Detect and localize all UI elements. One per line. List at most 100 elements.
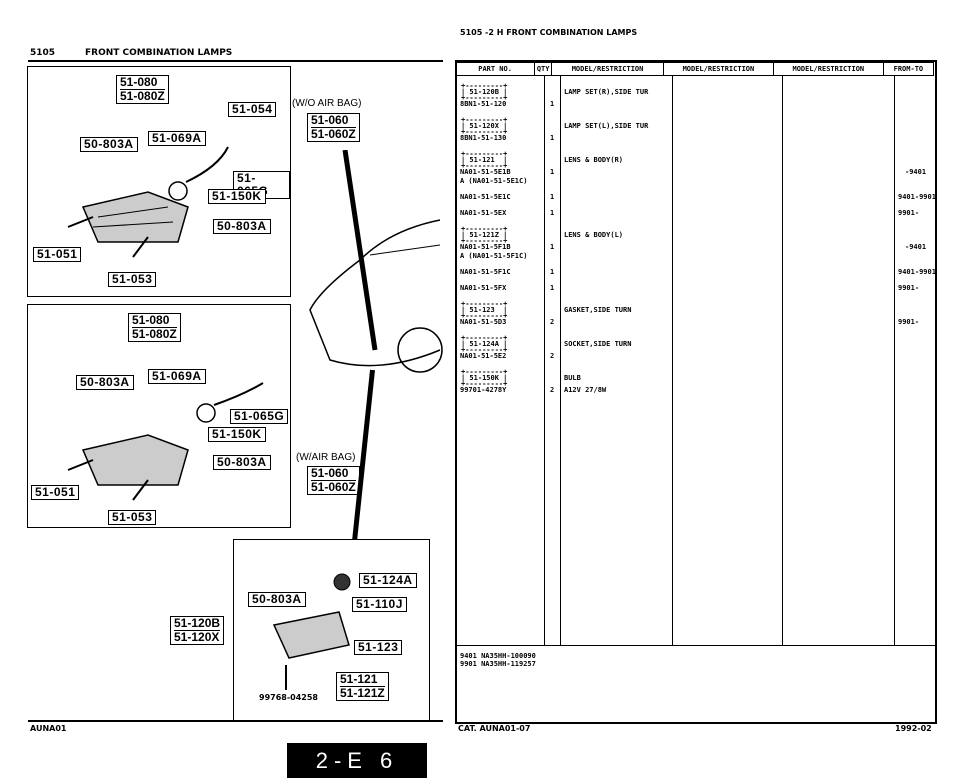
label-51-080z: 51-080Z xyxy=(132,327,177,341)
right-header-title: 5105 -2 H FRONT COMBINATION LAMPS xyxy=(460,28,638,37)
description: LENS & BODY(R) xyxy=(564,156,624,164)
part-number: NA01-51-5D3 xyxy=(460,318,507,326)
description: LAMP SET(L),SIDE TUR xyxy=(564,122,649,130)
label-51-121-group: 51-121 51-121Z xyxy=(336,672,389,701)
ref-box-top: +---------+ xyxy=(461,334,508,342)
label-51-120b: 51-120B xyxy=(174,616,221,631)
label-51-121z: 51-121Z xyxy=(340,686,385,700)
label-51-124a: 51-124A xyxy=(359,573,417,588)
ref-box-top: +---------+ xyxy=(461,225,508,233)
from-to: 9401-9901 xyxy=(898,268,936,276)
label-51-080z: 51-080Z xyxy=(120,89,165,103)
ref-box-top: +---------+ xyxy=(461,116,508,124)
footer-rule-left xyxy=(28,720,443,722)
label-51-060z: 51-060Z xyxy=(311,127,356,141)
label-51-069a: 51-069A xyxy=(148,131,206,146)
label-51-150k: 51-150K xyxy=(208,189,266,204)
ref-number: | 51-121Z | xyxy=(461,231,508,239)
label-51-069a: 51-069A xyxy=(148,369,206,384)
panel-side-turn-detail: 51-124A 50-803A 51-110J 51-123 51-121 51… xyxy=(233,539,430,721)
col-divider xyxy=(782,75,783,645)
col-divider xyxy=(894,75,895,645)
ref-box-top: +---------+ xyxy=(461,82,508,90)
label-51-080-group-2: 51-080 51-080Z xyxy=(128,313,181,342)
label-51-060-group-1: 51-060 51-060Z xyxy=(307,113,360,142)
quantity: 1 xyxy=(550,134,555,142)
description: LAMP SET(R),SIDE TUR xyxy=(564,88,649,96)
header-model-2: MODEL/RESTRICTION xyxy=(662,62,774,76)
parts-table-frame xyxy=(455,60,937,724)
quantity: 2 xyxy=(550,386,555,394)
label-51-120x: 51-120X xyxy=(174,630,220,644)
label-51-060-group-2: 51-060 51-060Z xyxy=(307,466,360,495)
col-divider xyxy=(544,75,545,645)
parts-table-header: PART NO. QTY MODEL/RESTRICTION MODEL/RES… xyxy=(454,62,935,76)
quantity: 1 xyxy=(550,284,555,292)
label-51-110j: 51-110J xyxy=(352,597,407,612)
label-51-051: 51-051 xyxy=(33,247,82,262)
ref-box-bottom: +---------+ xyxy=(461,237,508,245)
label-51-053: 51-053 xyxy=(108,510,157,525)
left-header-title: FRONT COMBINATION LAMPS xyxy=(85,48,233,58)
label-51-080-group: 51-080 51-080Z xyxy=(116,75,169,104)
part-number: 8BN1-51-130 xyxy=(460,134,507,142)
quantity: 1 xyxy=(550,243,555,251)
part-number: NA01-51-5FX xyxy=(460,284,507,292)
quantity: 2 xyxy=(550,318,555,326)
ref-box-bottom: +---------+ xyxy=(461,128,508,136)
col-divider xyxy=(672,75,673,645)
part-number: 99701-4278Y xyxy=(460,386,507,394)
label-51-150k: 51-150K xyxy=(208,427,266,442)
label-51-060: 51-060 xyxy=(311,114,356,128)
footnote-rule xyxy=(455,645,935,646)
description: BULB xyxy=(564,374,581,382)
car-front-sketch xyxy=(309,150,443,373)
ref-box-top: +---------+ xyxy=(461,150,508,158)
part-number-99768: 99768-04258 xyxy=(259,693,318,702)
ref-number: | 51-121 | xyxy=(461,156,508,164)
label-51-120-group: 51-120B 51-120X xyxy=(170,616,225,645)
label-50-803a: 50-803A xyxy=(76,375,134,390)
ref-box-top: +---------+ xyxy=(461,300,508,308)
ref-box-bottom: +---------+ xyxy=(461,312,508,320)
quantity: 1 xyxy=(550,100,555,108)
panel-with-airbag: 51-080 51-080Z 50-803A 51-069A 51-065G 5… xyxy=(27,304,291,528)
label-51-080: 51-080 xyxy=(132,314,177,328)
lamp-diagram-1 xyxy=(67,146,229,258)
from-to: 9901- xyxy=(898,209,920,217)
ref-number: | 51-150K | xyxy=(461,374,508,382)
part-number: NA01-51-5F1C xyxy=(460,268,511,276)
from-to: -9401 xyxy=(905,168,927,176)
page-badge: 2-E 6 xyxy=(287,743,427,778)
lamp-diagram-2 xyxy=(67,382,264,501)
footer-catalog: CAT. AUNA01-07 xyxy=(458,724,531,733)
part-number: NA01-51-5E1B xyxy=(460,168,511,176)
left-header-rule xyxy=(28,60,443,62)
label-51-051: 51-051 xyxy=(31,485,80,500)
header-from-to: FROM-TO xyxy=(882,62,935,76)
header-qty: QTY xyxy=(534,62,553,76)
label-50-803a-2: 50-803A xyxy=(213,219,271,234)
alternate-part: A (NA01-51-5F1C) xyxy=(460,252,528,260)
note-without-airbag: (W/O AIR BAG) xyxy=(292,98,362,109)
ref-box-bottom: +---------+ xyxy=(461,380,508,388)
label-51-054: 51-054 xyxy=(228,102,277,117)
panel-without-airbag: 51-080 51-080Z 51-054 50-803A 51-069A 51… xyxy=(27,66,291,297)
quantity: 1 xyxy=(550,193,555,201)
description: SOCKET,SIDE TURN xyxy=(564,340,632,348)
quantity: 1 xyxy=(550,268,555,276)
col-divider xyxy=(560,75,561,645)
part-number: 8BN1-51-120 xyxy=(460,100,507,108)
quantity: 1 xyxy=(550,168,555,176)
from-to: 9401-9901 xyxy=(898,193,936,201)
ref-box-bottom: +---------+ xyxy=(461,162,508,170)
footnote-1: 9401 NA35HH-100090 xyxy=(460,652,536,660)
ref-box-top: +---------+ xyxy=(461,368,508,376)
part-number: NA01-51-5E1C xyxy=(460,193,511,201)
part-number: NA01-51-5EX xyxy=(460,209,507,217)
from-to: 9901- xyxy=(898,318,920,326)
part-number: NA01-51-5E2 xyxy=(460,352,507,360)
footer-left-code: AUNA01 xyxy=(30,724,67,733)
label-51-080: 51-080 xyxy=(120,76,165,90)
ref-number: | 51-123 | xyxy=(461,306,508,314)
